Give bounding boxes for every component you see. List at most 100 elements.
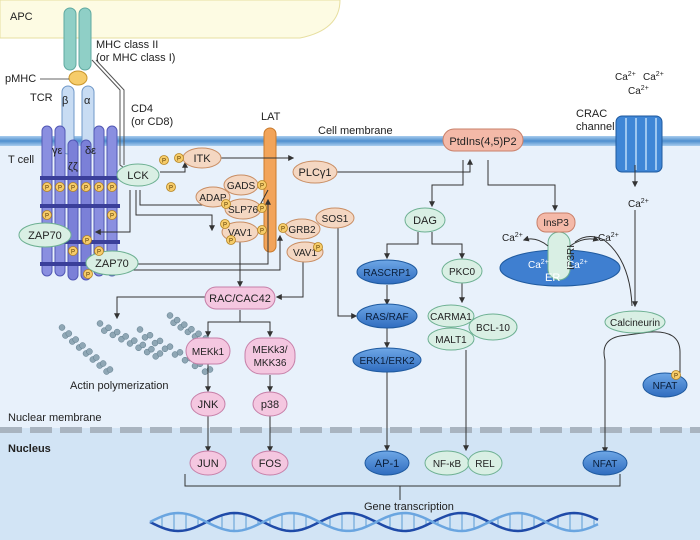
node-insp3[interactable]: InsP3 [536, 212, 576, 233]
cell-membrane [0, 136, 700, 146]
svg-text:P: P [84, 186, 88, 192]
dag-label: DAG [413, 215, 437, 227]
actin-label: Actin polymerization [70, 380, 168, 392]
mhc-label: MHC class II [96, 39, 158, 51]
node-zap70-left[interactable]: ZAP70 [18, 222, 72, 248]
lat-protein [263, 127, 277, 253]
svg-text:P: P [71, 186, 75, 192]
node-erk[interactable]: ERK1/ERK2 [352, 347, 422, 373]
phospho-badge: P [174, 153, 184, 163]
dna-helix [149, 511, 599, 533]
phospho-badge: P [107, 210, 117, 220]
apc-region [0, 0, 341, 39]
node-jnk[interactable]: JNK [190, 391, 226, 417]
node-dag[interactable]: DAG [404, 207, 446, 233]
phospho-badge: P [257, 203, 267, 213]
ca-top-mid: Ca2+ [628, 85, 649, 97]
node-rac[interactable]: RAC/CAC42 [204, 286, 276, 310]
phospho-badge: P [83, 269, 93, 279]
lck-label: LCK [127, 170, 149, 182]
node-rascrp1[interactable]: RASCRP1 [356, 259, 418, 285]
bracket-transcription [184, 474, 621, 487]
node-fos[interactable]: FOS [251, 450, 289, 476]
svg-text:P: P [260, 207, 264, 213]
arrow-rac-mekk1 [205, 310, 241, 338]
node-ap1[interactable]: AP-1 [364, 450, 410, 476]
arrow-pip2-insp3 [487, 160, 558, 212]
node-mekk3[interactable]: MEKk3/ MKK36 [244, 337, 296, 375]
node-mekk1[interactable]: MEKk1 [185, 337, 231, 365]
arrow-zap70-lat [118, 198, 271, 265]
node-calcineurin[interactable]: Calcineurin [604, 310, 666, 334]
mekk3-label-2: MKK36 [254, 358, 287, 369]
node-adap[interactable]: ADAP [195, 186, 231, 208]
svg-text:P: P [177, 157, 181, 163]
ca-below-channel: Ca2+ [628, 198, 649, 210]
phospho-badge: P [55, 182, 65, 192]
node-plcg1[interactable]: PLCγ1 [292, 160, 338, 184]
svg-text:P: P [260, 184, 264, 190]
node-pip2[interactable]: PtdIns(4,5)P2 [442, 128, 524, 152]
node-pkc[interactable]: PKC0 [441, 258, 483, 284]
er-label: ER [545, 272, 560, 284]
phospho-badge: P [166, 182, 176, 192]
beta-label: β [62, 95, 68, 107]
zap70-left-label: ZAP70 [28, 230, 62, 242]
node-bcl10[interactable]: BCL-10 [468, 313, 518, 341]
svg-text:P: P [97, 186, 101, 192]
pmhc-label: pMHC [5, 73, 36, 85]
svg-text:P: P [223, 223, 227, 229]
zap70-right-label: ZAP70 [95, 258, 129, 270]
plcg1-label: PLCγ1 [298, 167, 331, 179]
node-lck[interactable]: LCK [116, 163, 160, 187]
node-nfkb[interactable]: NF-κB [424, 450, 470, 476]
node-p38[interactable]: p38 [252, 391, 288, 417]
nfat-cyto-label: NFAT [653, 381, 678, 392]
fos-label: FOS [259, 458, 282, 470]
cd4-label: CD4 [131, 103, 153, 115]
node-itk[interactable]: ITK [182, 147, 222, 169]
gamma-epsilon-label: γε [52, 145, 63, 157]
rac-label: RAC/CAC42 [209, 293, 271, 305]
node-grb2[interactable]: GRB2 [283, 218, 321, 240]
ip3r-label: IP3RI [566, 245, 577, 270]
svg-text:P: P [58, 186, 62, 192]
node-carma1[interactable]: CARMA1 [427, 304, 475, 328]
arrow-lck-zap70 [94, 190, 131, 235]
alpha-label: α [84, 95, 91, 107]
ca-er-right-in: Ca2+ [567, 259, 588, 271]
ca-top-left: Ca2+ [615, 71, 636, 83]
phospho-badge: P [221, 199, 231, 209]
node-sos1[interactable]: SOS1 [315, 207, 355, 229]
gads-label: GADS [227, 181, 256, 192]
phospho-badge: P [68, 246, 78, 256]
node-jun[interactable]: JUN [189, 450, 227, 476]
phospho-badge: P [68, 182, 78, 192]
node-gads[interactable]: GADS [223, 174, 259, 196]
svg-text:P: P [85, 239, 89, 245]
pkc-label: PKC0 [449, 267, 476, 278]
arrow-er-ca-right [569, 235, 600, 247]
vav1-b-label: VAV1 [293, 248, 318, 259]
node-zap70-right[interactable]: ZAP70 [85, 250, 139, 276]
node-rel[interactable]: REL [467, 450, 503, 476]
carma1-label: CARMA1 [430, 312, 472, 323]
zeta-zeta-label: ζζ [68, 161, 78, 173]
jun-label: JUN [197, 458, 218, 470]
svg-text:P: P [674, 374, 678, 380]
phospho-badge: P [82, 235, 92, 245]
phospho-badge: P [257, 180, 267, 190]
mhc-chain-a [63, 7, 77, 71]
rel-label: REL [475, 459, 495, 470]
phospho-badge: P [220, 219, 230, 229]
adap-label: ADAP [199, 193, 227, 204]
arrow-lck-vav1 [135, 190, 215, 232]
node-nfat-nuc[interactable]: NFAT [582, 450, 628, 476]
svg-text:P: P [45, 186, 49, 192]
node-malt1[interactable]: MALT1 [427, 327, 475, 351]
vav1-a-label: VAV1 [228, 228, 253, 239]
cell-membrane-label: Cell membrane [318, 125, 393, 137]
node-rasraf[interactable]: RAS/RAF [356, 303, 418, 329]
